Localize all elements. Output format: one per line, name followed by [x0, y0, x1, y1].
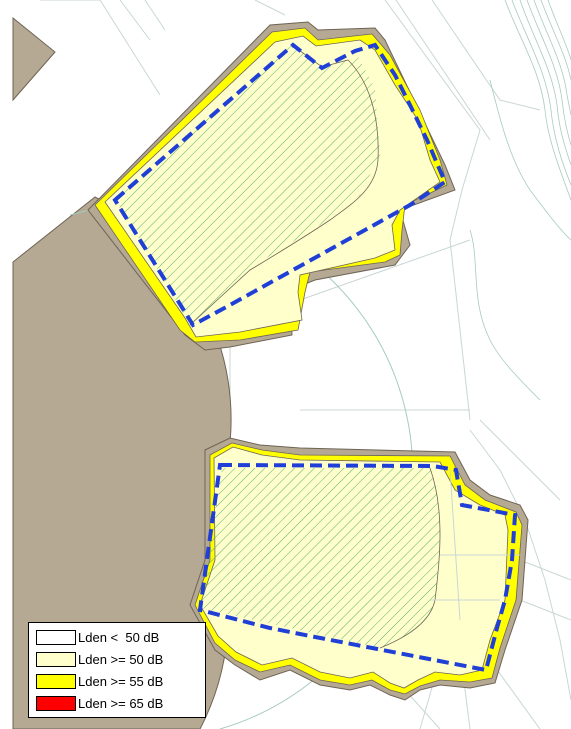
lower-block: [189, 437, 529, 701]
terrain-contours: [469, 0, 571, 401]
corner-building: [12, 16, 56, 102]
lower-dwelling-boundary: [197, 462, 518, 673]
legend-label: Lden >= 65 dB: [78, 695, 164, 711]
legend-label: Lden < 50 dB: [78, 629, 160, 645]
upper-dwelling-boundary: [112, 42, 448, 328]
legend-swatch: [36, 673, 76, 689]
noise-legend: Lden < 50 dB Lden >= 50 dB Lden >= 55 dB…: [28, 622, 206, 718]
upper-block: [87, 21, 456, 351]
hatch-region-edge: [379, 467, 441, 649]
lower-block-lines: [430, 469, 520, 621]
legend-swatch: [36, 695, 76, 711]
legend-item-65: Lden >= 65 dB: [36, 692, 199, 714]
hatch-region: [115, 45, 380, 325]
legend-item-50: Lden >= 50 dB: [36, 648, 199, 670]
legend-item-55: Lden >= 55 dB: [36, 670, 199, 692]
hatch-region-edge: [189, 44, 379, 326]
legend-label: Lden >= 55 dB: [78, 673, 164, 689]
legend-swatch: [36, 651, 76, 667]
legend-item-below-50: Lden < 50 dB: [36, 626, 199, 648]
legend-swatch: [36, 629, 76, 645]
legend-label: Lden >= 50 dB: [78, 651, 164, 667]
hatch-region: [200, 468, 440, 648]
